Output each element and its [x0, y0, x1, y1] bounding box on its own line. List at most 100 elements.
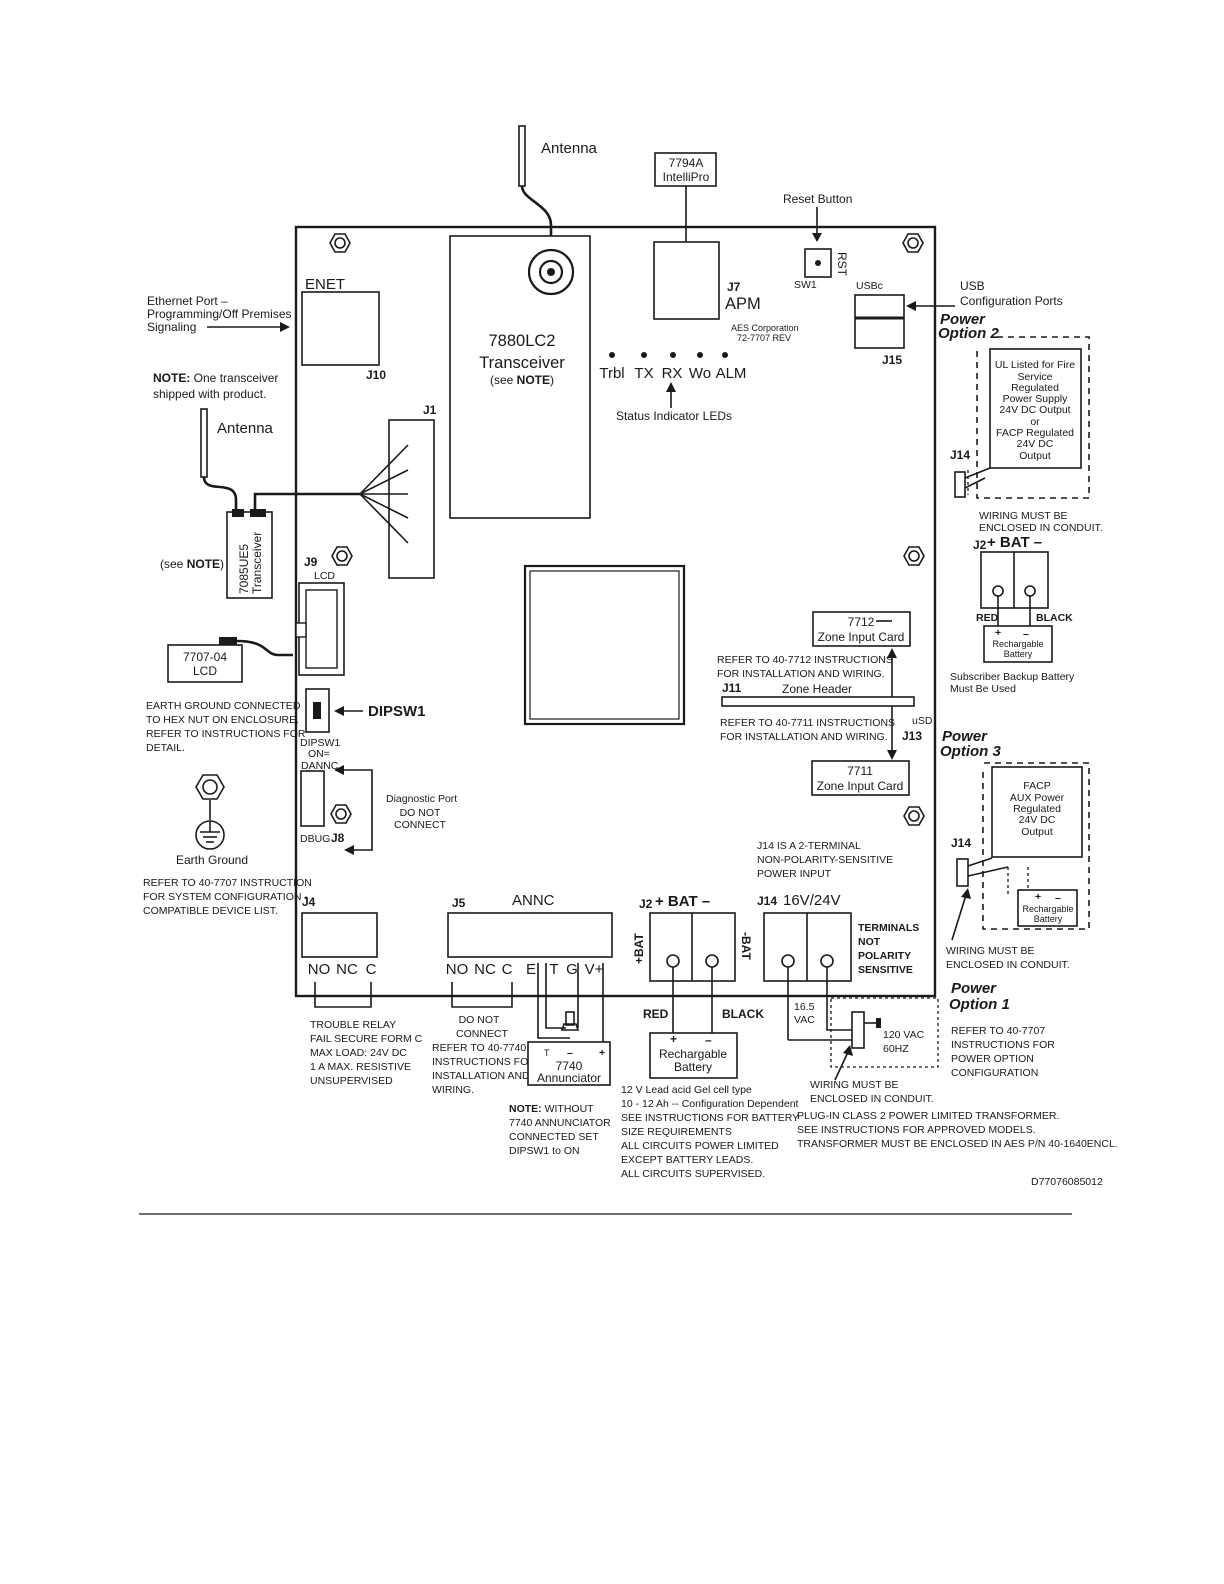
svg-text:+: +	[1035, 891, 1041, 903]
terminals-3: POLARITY	[858, 950, 911, 962]
antenna-top-label: Antenna	[541, 140, 598, 157]
trouble-4: 1 A MAX. RESISTIVE	[310, 1061, 411, 1073]
led-rx: RX	[662, 365, 683, 382]
j4-no: NO	[308, 961, 331, 978]
lcd-7707-04	[167, 644, 243, 683]
j1-label: J1	[423, 403, 437, 417]
j5-label: J5	[452, 896, 466, 910]
zone-card-7711	[811, 760, 910, 796]
lcd-model: 7707-04	[183, 650, 227, 664]
bat-bottom-label: + BAT –	[655, 893, 710, 910]
apm-label: APM	[725, 295, 761, 313]
j14-po2-connector	[954, 471, 966, 498]
battery-note-4: SIZE REQUIREMENTS	[621, 1126, 732, 1138]
card-7711-model: 7711	[847, 764, 873, 778]
annunciator-7740	[527, 1041, 611, 1086]
card-7712-name: Zone Input Card	[818, 630, 905, 644]
ethernet-port[interactable]	[301, 291, 380, 366]
plus-bat: +BAT	[632, 933, 646, 964]
dipsw1-dannc: DANNC	[301, 760, 339, 772]
trouble-3: MAX LOAD: 24V DC	[310, 1047, 407, 1059]
note-7740-4: DIPSW1 to ON	[509, 1145, 580, 1157]
note-7740-label: NOTE:	[509, 1103, 542, 1115]
diagnostic-port	[300, 770, 325, 827]
ul-5: 24V DC Output	[999, 404, 1070, 416]
note-text-1: One transceiver	[190, 371, 278, 385]
svg-text:+: +	[670, 1032, 677, 1046]
diag-port-3: CONNECT	[394, 819, 447, 831]
earth-ground-symbol	[195, 774, 225, 850]
note-label: NOTE:	[153, 371, 190, 385]
svg-text:(see NOTE): (see NOTE)	[160, 557, 224, 571]
j2-bottom-label: J2	[639, 897, 653, 911]
terminals-4: SENSITIVE	[858, 964, 913, 976]
aes-corp: AES Corporation	[731, 323, 799, 333]
annc-label: ANNC	[512, 892, 555, 909]
diag-port-1: Diagnostic Port	[386, 793, 457, 805]
ul-9: Output	[1019, 450, 1051, 462]
usb-label: USB	[960, 279, 985, 293]
transformer-3: TRANSFORMER MUST BE ENCLOSED IN AES P/N …	[797, 1138, 1118, 1150]
mounting-nuts	[329, 233, 925, 826]
dnc-2: CONNECT	[456, 1028, 509, 1040]
svg-text:–: –	[1023, 628, 1029, 640]
terminals-2: NOT	[858, 936, 881, 948]
refer-7712-1: REFER TO 40-7712 INSTRUCTIONS	[717, 654, 893, 666]
transformer-2: SEE INSTRUCTIONS FOR APPROVED MODELS.	[797, 1124, 1036, 1136]
svg-text:NOTE: One transceiver: NOTE: One transceiver	[153, 371, 278, 385]
vac-2: VAC	[794, 1014, 815, 1026]
usb-config-label: Configuration Ports	[960, 294, 1063, 308]
j8-label: J8	[331, 831, 345, 845]
ul-7: FACP Regulated	[996, 427, 1074, 439]
transceiver-7085ue5	[226, 511, 273, 599]
j5-c: C	[502, 961, 513, 978]
card-7711-name: Zone Input Card	[817, 779, 904, 793]
vac120-1: 120 VAC	[883, 1029, 925, 1041]
j11-label: J11	[722, 681, 742, 695]
rech-po3-1: Rechargable	[1022, 904, 1073, 914]
antenna-left	[200, 408, 208, 478]
conduit-po1-2: ENCLOSED IN CONDUIT.	[810, 1093, 934, 1105]
j4-connector	[301, 912, 378, 958]
refer-7707-1: REFER TO 40-7707 INSTRUCTION	[143, 877, 312, 889]
dipsw1-callout: DIPSW1	[368, 703, 426, 720]
power-option-3-a: Power	[942, 728, 988, 745]
trouble-1: TROUBLE RELAY	[310, 1019, 396, 1031]
transceiver-note: NOTE	[517, 373, 550, 387]
battery-note-5: ALL CIRCUITS POWER LIMITED	[621, 1140, 779, 1152]
facp-2: AUX Power	[1010, 792, 1065, 804]
transformer-plug	[851, 1011, 865, 1049]
transceiver-close: )	[550, 373, 554, 387]
dipsw1-on: ON=	[308, 748, 330, 760]
ul-8: 24V DC	[1017, 438, 1054, 450]
ue5-name: Transceiver	[250, 532, 264, 594]
v16-24-label: 16V/24V	[783, 892, 841, 909]
red-right: RED	[976, 612, 999, 624]
reset-button-label: Reset Button	[783, 192, 852, 206]
sw1-label: SW1	[794, 279, 817, 291]
apm-connector	[653, 241, 720, 320]
ethernet-note-2: Programming/Off Premises	[147, 307, 292, 321]
j10-label: J10	[366, 368, 386, 382]
refer-po1-2: INSTRUCTIONS FOR	[951, 1039, 1055, 1051]
see-note-b: NOTE	[187, 557, 220, 571]
j14-note-2: NON-POLARITY-SENSITIVE	[757, 854, 893, 866]
refer-po1-3: POWER OPTION	[951, 1053, 1034, 1065]
usb-port[interactable]	[854, 294, 905, 349]
lcd-connector-label: LCD	[314, 570, 335, 582]
usd-label: uSD	[912, 715, 933, 727]
j5-connector	[447, 912, 613, 958]
j4-label: J4	[302, 895, 316, 909]
dnc-1: DO NOT	[459, 1014, 500, 1026]
annunciator-model: 7740	[556, 1059, 583, 1073]
ul-4: Power Supply	[1003, 393, 1069, 405]
refer-7707-2: FOR SYSTEM CONFIGURATION -	[143, 891, 308, 903]
refer-po1-4: CONFIGURATION	[951, 1067, 1038, 1079]
svg-text:(see NOTE): (see NOTE)	[490, 373, 554, 387]
diag-port-2: DO NOT	[400, 807, 441, 819]
red-bottom: RED	[643, 1007, 669, 1021]
battery-right	[983, 625, 1053, 663]
j14-po3-label: J14	[951, 836, 971, 850]
refer-7711-1: REFER TO 40-7711 INSTRUCTIONS	[720, 717, 895, 729]
ul-6: or	[1030, 416, 1040, 428]
